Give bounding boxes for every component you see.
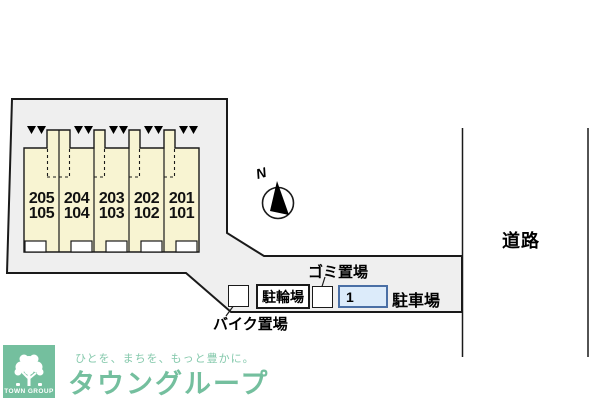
road-label: 道路 xyxy=(502,231,540,251)
entrance-notches xyxy=(24,240,198,253)
logo-tagline: ひとを、まちを、もっと豊かに。 xyxy=(75,353,255,365)
unit-lower-number: 105 xyxy=(28,205,55,222)
parking-space-number: 1 xyxy=(346,288,354,305)
unit-label-201-101: 201 101 xyxy=(164,190,199,222)
brand-name: タウングループ xyxy=(68,369,270,399)
town-group-logo: TOWN GROUP xyxy=(3,345,55,398)
road-edges xyxy=(461,128,589,357)
unit-lower-number: 102 xyxy=(133,205,160,222)
bike-storage-box xyxy=(228,285,249,307)
unit-upper-number: 202 xyxy=(133,190,160,207)
parking-space-1-box: 1 xyxy=(338,285,388,308)
bicycle-parking-box: 駐輪場 xyxy=(256,284,310,309)
garbage-area-box xyxy=(312,286,333,308)
unit-upper-number: 201 xyxy=(168,190,195,207)
unit-label-205-105: 205 105 xyxy=(24,190,59,222)
unit-upper-number: 204 xyxy=(63,190,90,207)
unit-lower-number: 104 xyxy=(63,205,90,222)
unit-label-204-104: 204 104 xyxy=(59,190,94,222)
town-group-text: TOWN GROUP xyxy=(4,388,54,395)
unit-upper-number: 203 xyxy=(98,190,125,207)
unit-label-202-102: 202 102 xyxy=(129,190,164,222)
dashed-projections xyxy=(46,149,176,178)
car-parking-label: 駐車場 xyxy=(392,293,441,310)
compass-icon xyxy=(261,181,295,220)
unit-dividers xyxy=(58,130,165,252)
unit-label-203-103: 203 103 xyxy=(94,190,129,222)
unit-lower-number: 103 xyxy=(98,205,125,222)
garbage-area-label: ゴミ置場 xyxy=(308,264,369,281)
tree-icon xyxy=(14,354,44,386)
bike-storage-label: バイク置場 xyxy=(213,316,288,333)
unit-lower-number: 101 xyxy=(168,205,195,222)
unit-upper-number: 205 xyxy=(28,190,55,207)
building-outline xyxy=(23,129,200,253)
direction-triangles-icon xyxy=(27,126,198,134)
